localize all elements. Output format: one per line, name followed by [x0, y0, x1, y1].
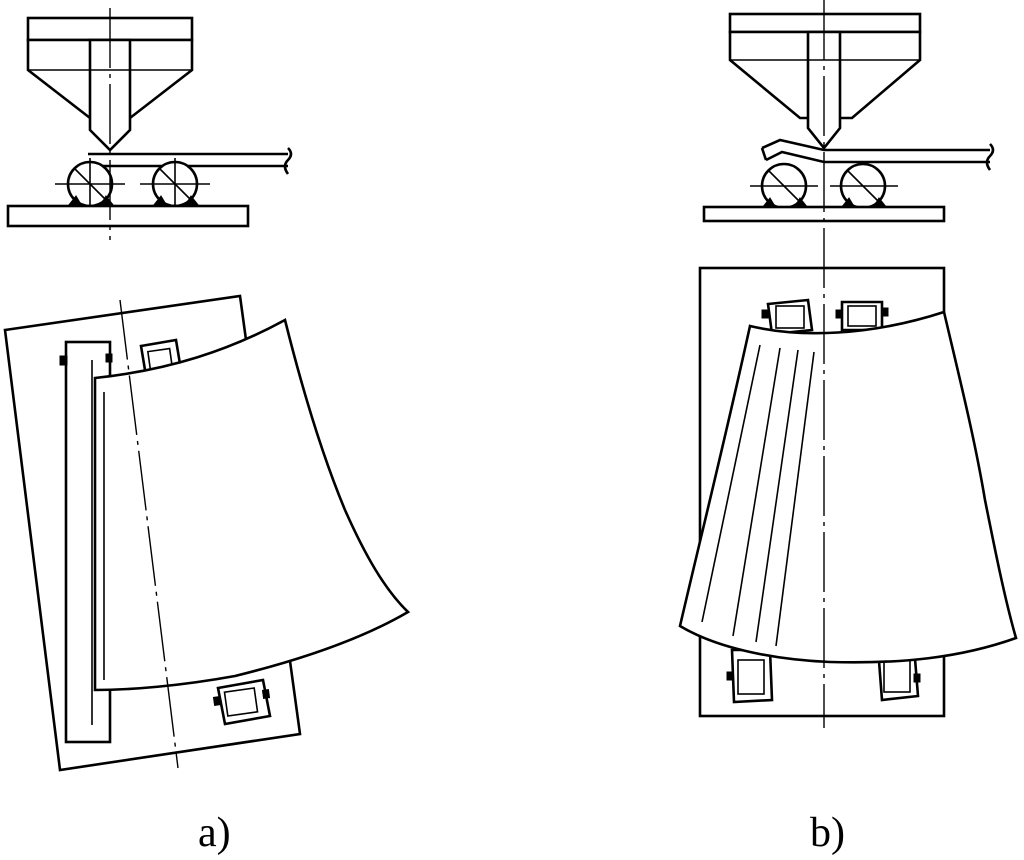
- panel-a-label: a): [198, 810, 231, 856]
- panel-a-plan-centerline: [119, 299, 179, 769]
- panel-b-punch: [728, 12, 922, 151]
- panel-a-base-plate: [6, 204, 250, 228]
- panel-b-diagram: [678, 0, 1018, 728]
- panel-b-rollers: [750, 162, 898, 210]
- panel-a-diagram: [3, 8, 411, 772]
- panel-b-tapered-sheet: [678, 310, 1018, 664]
- panel-b-workpiece-strip: [760, 138, 995, 171]
- panel-a-rollers: [55, 158, 210, 212]
- panel-a-punch: [26, 16, 194, 152]
- panel-b-label: b): [810, 810, 845, 856]
- panel-a-curved-sheet: [93, 318, 411, 692]
